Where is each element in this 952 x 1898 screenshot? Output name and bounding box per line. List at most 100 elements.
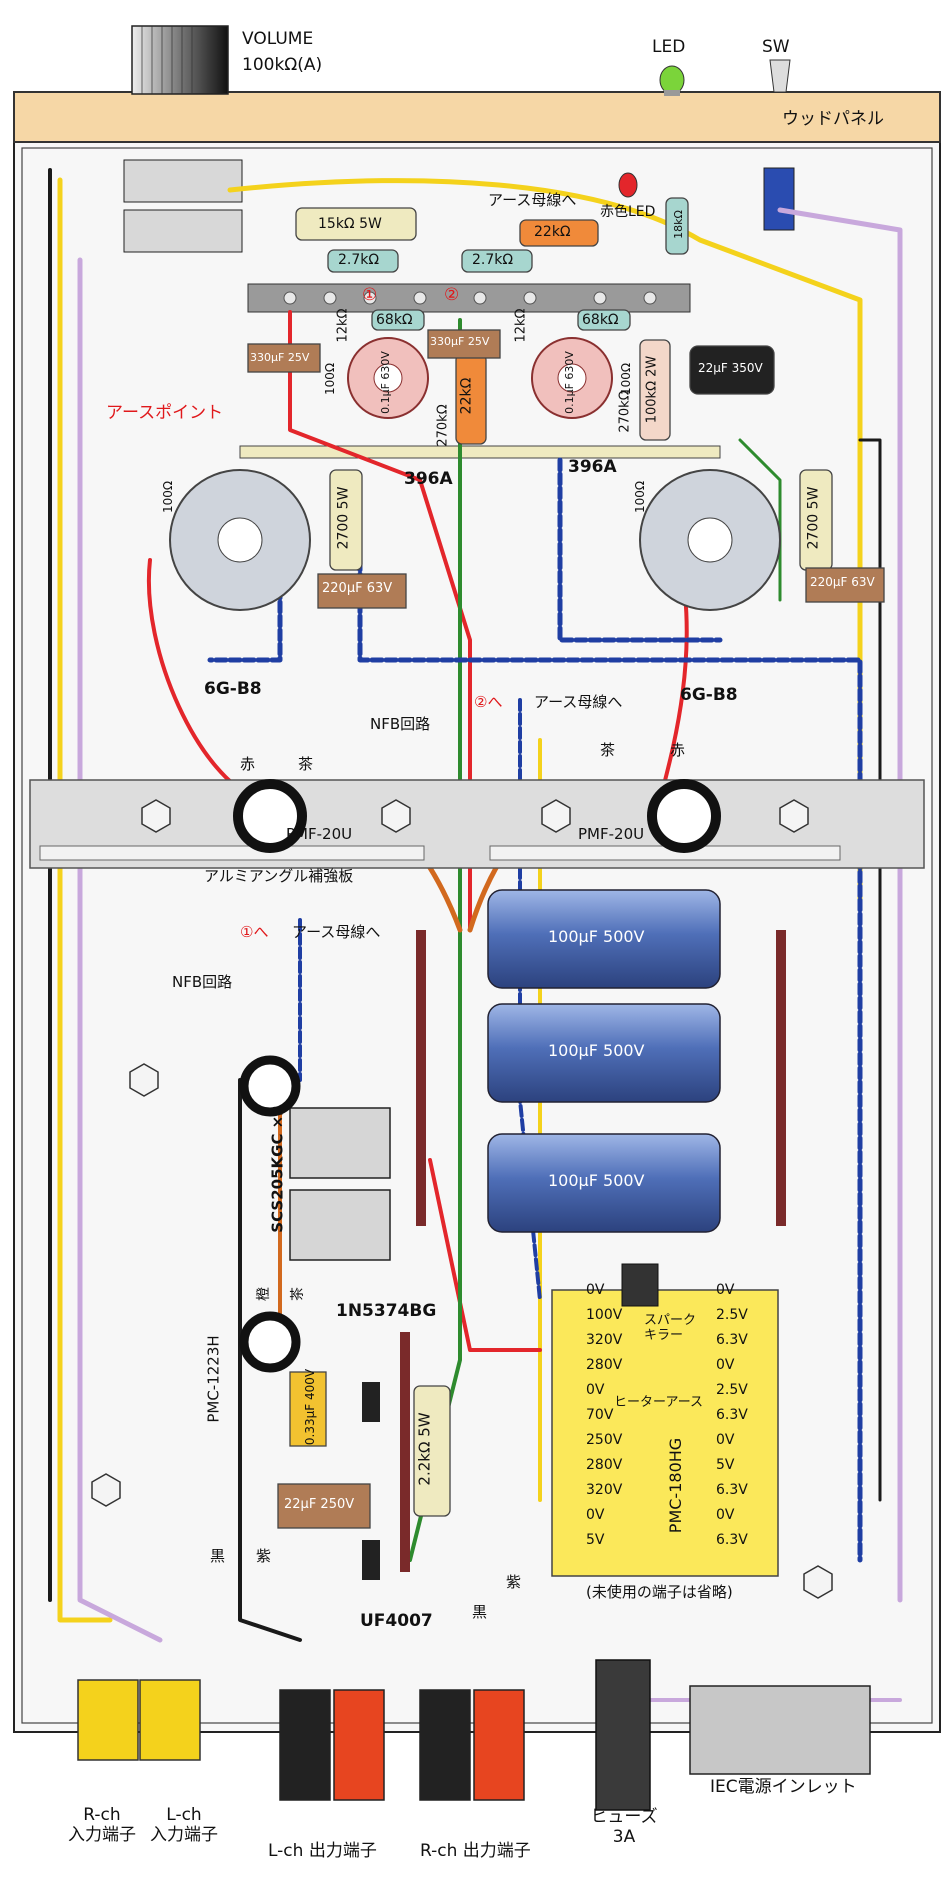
label-r100k2w: 100kΩ 2W — [644, 355, 660, 424]
wire-purple-left: 紫 — [256, 1547, 272, 1565]
earth-bus-label-top: アース母線へ — [488, 191, 577, 209]
label-c330-left: 330μF 25V — [250, 351, 310, 364]
front-switch — [769, 59, 791, 93]
label-r2-7k-right: 2.7kΩ — [472, 252, 514, 268]
spark-killer-label: スパークキラー — [644, 1313, 697, 1343]
cap-22uf-250v — [277, 1483, 371, 1529]
tap-left: 5V — [586, 1532, 605, 1548]
label-c033: 0.33μF 400V — [303, 1368, 318, 1446]
driver-tube-label-right: 396A — [568, 457, 617, 477]
marker-one: ① — [362, 285, 378, 305]
label-r270k-left: 270kΩ — [435, 404, 451, 447]
driver-tube-socket-left — [347, 337, 429, 419]
nfb-label-lower: NFB回路 — [172, 973, 233, 991]
label-r68k-right: 68kΩ — [582, 312, 619, 328]
rch-input-label: R-ch 入力端子 — [68, 1805, 136, 1845]
tap-left: 70V — [586, 1407, 614, 1423]
speaker-lch-red — [333, 1689, 385, 1801]
resistor-68k-right — [577, 309, 631, 331]
wire-black-left: 黒 — [210, 1547, 226, 1565]
volume-knob — [131, 25, 229, 95]
label-c22-350: 22μF 350V — [698, 361, 763, 375]
heater-earth-label: ヒーターアース — [614, 1395, 704, 1410]
label-c100-2: 100μF 500V — [548, 1041, 645, 1060]
red-led — [618, 172, 638, 198]
label-r18k: 18kΩ — [671, 210, 685, 239]
choke-hole-bottom — [239, 1311, 301, 1373]
cap-100uf-2 — [487, 1003, 721, 1103]
label-c330-right: 330μF 25V — [430, 335, 490, 348]
label-r2700-right: 2700 5W — [805, 486, 822, 550]
wire-black-right: 黒 — [472, 1603, 488, 1621]
angle-plate-label: アルミアングル補強板 — [204, 867, 354, 885]
tap-right: 0V — [716, 1282, 735, 1298]
output-tube-socket-left — [169, 469, 311, 611]
tap-right: 6.3V — [716, 1532, 748, 1548]
lch-output-label: L-ch 出力端子 — [268, 1841, 377, 1861]
label-c220-right: 220μF 63V — [810, 575, 875, 589]
earth-point-label: アースポイント — [106, 403, 224, 423]
cap-100uf-1 — [487, 889, 721, 989]
tap-right: 0V — [716, 1507, 735, 1523]
rca-input-rch — [77, 1679, 139, 1761]
label-r100-2: 100Ω — [619, 362, 634, 396]
lch-input-label: L-ch 入力端子 — [150, 1805, 218, 1845]
tap-left: 320V — [586, 1482, 623, 1498]
cap-033uf — [289, 1371, 327, 1447]
label-r270k-right: 270kΩ — [617, 390, 633, 433]
output-transformer-label-right: PMF-20U — [578, 825, 645, 843]
uf-label: UF4007 — [360, 1611, 433, 1631]
label-r12k-left: 12kΩ — [335, 308, 351, 343]
tap-left: 0V — [586, 1282, 605, 1298]
choke-label: PMC-1223H — [204, 1335, 223, 1423]
fuse-label: ヒューズ 3A — [590, 1807, 658, 1847]
output-transformer-hole-left — [233, 779, 307, 853]
label-r100-3: 100Ω — [161, 480, 176, 514]
wire-brown-left: 茶 — [298, 755, 314, 773]
front-led — [659, 65, 685, 95]
spark-killer-body — [621, 1263, 659, 1307]
diode-package-2 — [289, 1189, 391, 1261]
led-label: LED — [652, 37, 686, 57]
earth-bus-bar — [239, 445, 721, 459]
sw-label: SW — [762, 37, 790, 57]
cap-100uf-3 — [487, 1133, 721, 1233]
resistor-2700-left — [329, 469, 363, 571]
unused-note: (未使用の端子は省略) — [586, 1583, 733, 1601]
zener-label: 1N5374BG — [336, 1301, 437, 1321]
volume-name-label: VOLUME — [242, 29, 314, 49]
earth-bus-label-lower: アース母線へ — [292, 923, 381, 941]
label-c22-250: 22μF 250V — [284, 1497, 355, 1512]
tap-left: 280V — [586, 1457, 623, 1473]
cap-330uf-right — [427, 329, 501, 359]
tap-left: 100V — [586, 1307, 623, 1323]
resistor-22k-top — [519, 219, 599, 247]
speaker-rch-red — [473, 1689, 525, 1801]
label-c100-1: 100μF 500V — [548, 927, 645, 946]
tap-left: 0V — [586, 1507, 605, 1523]
tap-right: 5V — [716, 1457, 735, 1473]
cap-220uf-left — [317, 573, 407, 609]
label-r2700-left: 2700 5W — [335, 486, 352, 550]
label-r2-7k-left: 2.7kΩ — [338, 252, 380, 268]
label-r22k-vertical: 22kΩ — [458, 377, 475, 415]
resistor-2-7k-right — [461, 249, 533, 273]
wire-orange-label: 橙 — [256, 1287, 272, 1301]
tap-right: 0V — [716, 1357, 735, 1373]
tap-right: 6.3V — [716, 1332, 748, 1348]
tap-left: 250V — [586, 1432, 623, 1448]
marker-to-two: ②へ — [474, 693, 503, 711]
resistor-68k-left — [371, 309, 425, 331]
iec-label: IEC電源インレット — [710, 1777, 857, 1797]
resistor-15k — [295, 207, 417, 241]
label-c100-3: 100μF 500V — [548, 1171, 645, 1190]
tap-right: 6.3V — [716, 1482, 748, 1498]
fuse-holder — [595, 1659, 651, 1811]
tag-strip-top — [247, 283, 691, 313]
label-c220-left: 220μF 63V — [322, 581, 393, 596]
driver-tube-socket-right — [531, 337, 613, 419]
diode-package-1 — [289, 1107, 391, 1179]
iec-inlet — [689, 1685, 871, 1775]
output-transformer-label-left: PMF-20U — [286, 825, 353, 843]
